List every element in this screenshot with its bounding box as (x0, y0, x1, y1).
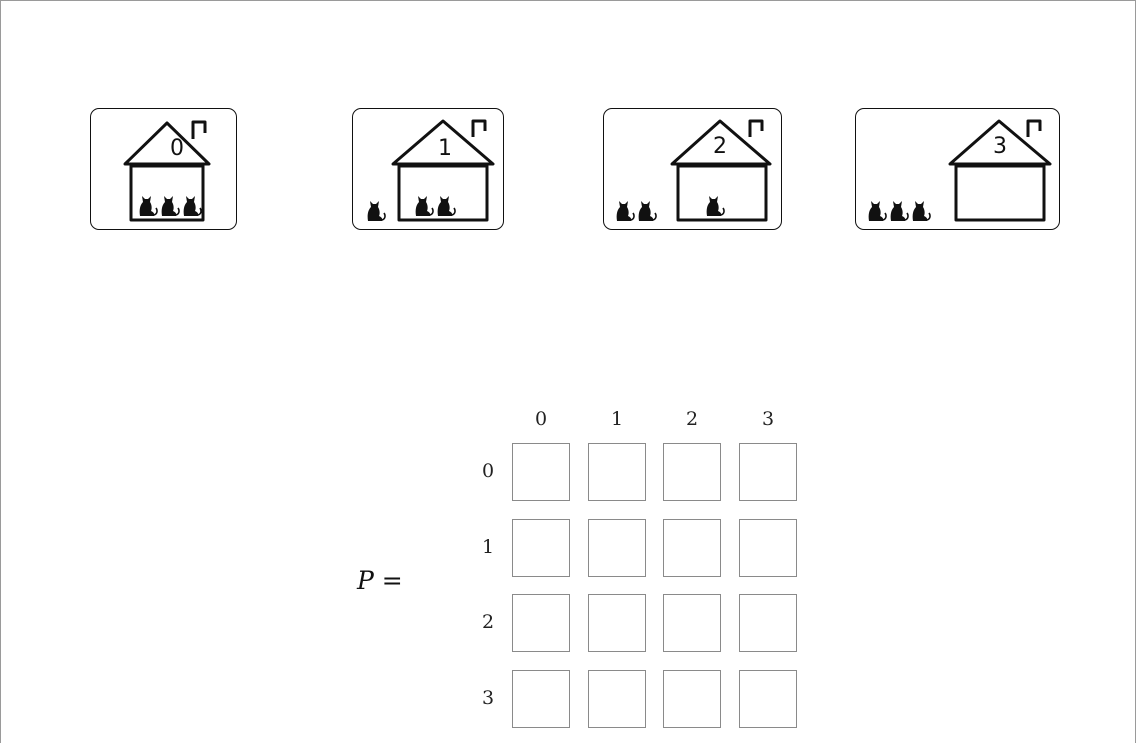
house-diagram-1: 1 (353, 109, 505, 231)
cat-icon (617, 201, 634, 221)
matrix-cell[interactable] (739, 670, 797, 728)
matrix-cell[interactable] (663, 670, 721, 728)
state-card-3: 3 (855, 108, 1060, 230)
cat-icon (639, 201, 656, 221)
equals-sign: = (382, 566, 403, 595)
column-label: 1 (588, 408, 646, 430)
matrix-cell[interactable] (588, 594, 646, 652)
state-card-2: 2 (603, 108, 782, 230)
row-label: 2 (476, 611, 500, 633)
cat-icon (140, 196, 157, 216)
cat-icon (707, 196, 724, 216)
matrix-cell[interactable] (739, 443, 797, 501)
cat-icon (913, 201, 930, 221)
house-diagram-0: 0 (91, 109, 238, 231)
matrix-cell[interactable] (663, 443, 721, 501)
column-label: 2 (663, 408, 721, 430)
matrix-cell[interactable] (663, 594, 721, 652)
matrix-cell[interactable] (739, 519, 797, 577)
matrix-cell[interactable] (512, 519, 570, 577)
cat-icon (162, 196, 179, 216)
cat-icon (438, 196, 455, 216)
cat-icon (184, 196, 201, 216)
row-label: 1 (476, 536, 500, 558)
house-diagram-2: 2 (604, 109, 783, 231)
state-card-0: 0 (90, 108, 237, 230)
matrix-cell[interactable] (588, 519, 646, 577)
state-number: 1 (438, 136, 452, 161)
matrix-cell[interactable] (512, 443, 570, 501)
row-label: 3 (476, 687, 500, 709)
matrix-symbol: P (357, 566, 374, 595)
matrix-label: P = (357, 566, 403, 595)
cat-icon (891, 201, 908, 221)
cat-icon (368, 201, 385, 221)
matrix-cell[interactable] (663, 519, 721, 577)
matrix-cell[interactable] (512, 594, 570, 652)
state-number: 2 (713, 134, 727, 159)
cat-icon (869, 201, 886, 221)
matrix-cell[interactable] (512, 670, 570, 728)
state-number: 0 (170, 136, 184, 161)
state-number: 3 (993, 134, 1007, 159)
matrix-cell[interactable] (588, 443, 646, 501)
matrix-cell[interactable] (739, 594, 797, 652)
house-diagram-3: 3 (856, 109, 1061, 231)
column-label: 3 (739, 408, 797, 430)
matrix-cell[interactable] (588, 670, 646, 728)
state-card-1: 1 (352, 108, 504, 230)
column-label: 0 (512, 408, 570, 430)
row-label: 0 (476, 460, 500, 482)
cat-icon (416, 196, 433, 216)
